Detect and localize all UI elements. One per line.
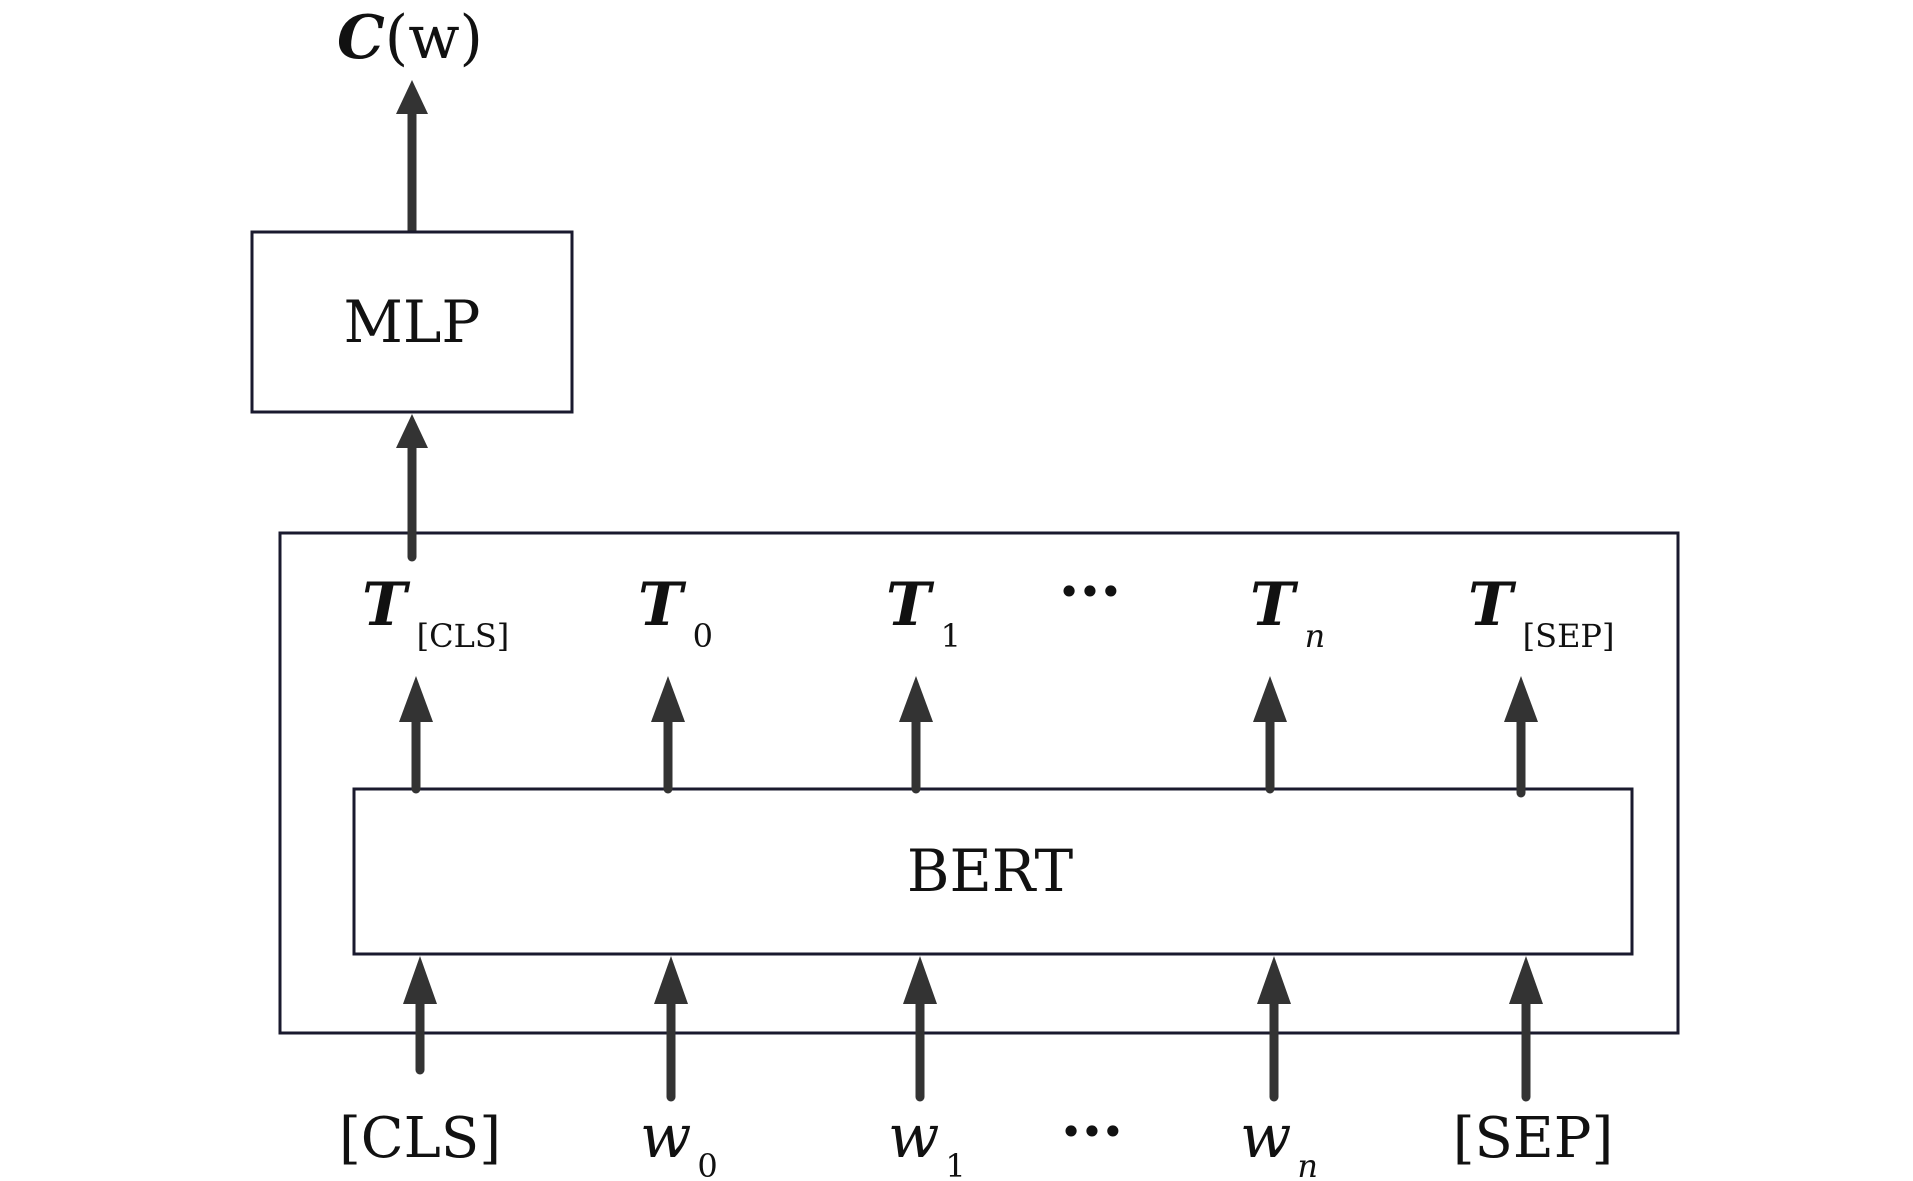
w-1-subscript: 1 [945, 1147, 965, 1181]
mlp-label: MLP [344, 288, 481, 356]
output-token-t-sep: T[SEP] [1468, 570, 1614, 655]
arrow-bert-to-t-1 [899, 676, 933, 794]
output-ellipsis: ··· [1059, 557, 1122, 627]
t-cls-subscript: [CLS] [417, 617, 510, 655]
arrow-sep-to-bert [1509, 956, 1543, 1102]
t-0-symbol: T [638, 570, 687, 640]
input-token-sep: [SEP] [1453, 1106, 1614, 1171]
t-sep-symbol: T [1468, 570, 1517, 640]
encoder-container [278, 531, 1680, 1035]
t-n-subscript: n [1305, 617, 1326, 655]
bert-label: BERT [907, 837, 1074, 905]
t-n-symbol: T [1250, 570, 1299, 640]
input-token-cls: [CLS] [339, 1106, 501, 1171]
w-n-subscript: n [1297, 1147, 1318, 1181]
arrow-bert-to-t-0 [651, 676, 685, 794]
t-0-subscript: 0 [693, 617, 713, 655]
w-0-subscript: 0 [697, 1147, 717, 1181]
output-symbol: C [337, 3, 385, 73]
arrow-w1-to-bert [903, 956, 937, 1102]
mlp-box [250, 230, 574, 414]
t-cls-symbol: T [362, 570, 411, 640]
input-ellipsis: ··· [1061, 1097, 1124, 1167]
arrow-mlp-to-output [396, 80, 428, 237]
w-0-symbol: w [640, 1102, 691, 1172]
arrow-wn-to-bert [1257, 956, 1291, 1102]
w-1-symbol: w [888, 1102, 939, 1172]
arrow-w0-to-bert [654, 956, 688, 1102]
arrow-cls-to-bert [403, 956, 437, 1075]
arrow-bert-to-t-sep [1504, 676, 1538, 798]
arrow-bert-to-t-n [1253, 676, 1287, 794]
arrow-bert-to-t-cls [399, 676, 433, 794]
w-n-symbol: w [1240, 1102, 1291, 1172]
bert-box [352, 787, 1634, 956]
arrow-tcls-to-mlp [396, 414, 428, 562]
t-1-subscript: 1 [941, 617, 961, 655]
output-argument: (w) [385, 3, 483, 73]
output-label: C(w) [337, 3, 483, 73]
t-sep-subscript: [SEP] [1523, 617, 1615, 655]
t-1-symbol: T [886, 570, 935, 640]
output-token-t-cls: T[CLS] [362, 570, 509, 655]
